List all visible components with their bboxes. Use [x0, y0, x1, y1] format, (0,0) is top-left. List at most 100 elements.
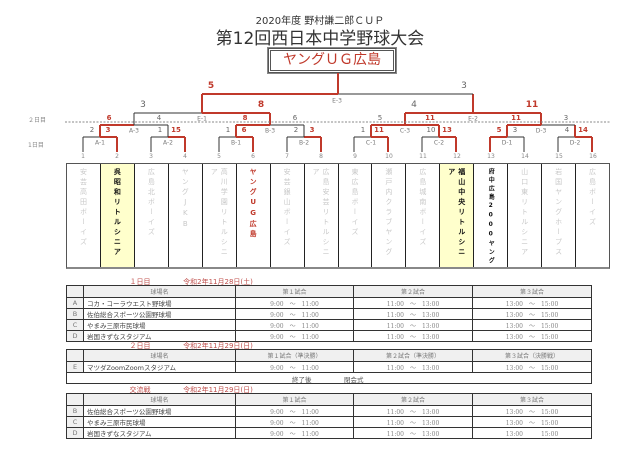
game-time: 13:00 ～ 15:00 — [472, 297, 592, 309]
column-header: 第１試合 — [235, 393, 354, 406]
venue-name: 岩国きずなスタジアム — [83, 330, 236, 342]
team-number: 6 — [251, 153, 255, 160]
game-time: 13:00 ～ 15:00 — [472, 405, 592, 417]
column-header: 球場名 — [83, 393, 236, 406]
team-number: 8 — [319, 153, 323, 160]
match-score: 5 — [207, 81, 215, 91]
team-cell: ヤングUG広島 — [237, 164, 271, 267]
exchange-date: 令和2年11月29日(日) — [183, 386, 253, 394]
team-cell: 山口東リトルシニア — [508, 164, 543, 267]
match-score: 1 — [225, 126, 231, 134]
game-time: 13:00 ～ 15:00 — [472, 416, 592, 428]
column-header — [66, 393, 84, 406]
team-number: 14 — [521, 153, 529, 160]
match-score: 3 — [512, 126, 518, 134]
venue-key: B — [66, 308, 84, 320]
team-name: ヤングUG広島 — [249, 168, 258, 240]
venue-key: D — [66, 427, 84, 439]
match-score: 2 — [293, 126, 299, 134]
venue-name: コカ・コーラウエスト野球場 — [83, 297, 236, 309]
match-score: 4 — [156, 114, 162, 122]
match-label: D-3 — [535, 127, 547, 135]
team-cell: 岩国ヤングホープス — [542, 164, 577, 267]
match-score: 3 — [309, 126, 315, 134]
match-score: 4 — [411, 100, 417, 110]
match-score: 1 — [360, 126, 366, 134]
team-cell: 府中広島2000ヤング — [474, 164, 509, 267]
team-name: 瀬戸内クラブヤング — [384, 168, 393, 258]
table-header: 球場名第１試合（準決勝）第２試合（準決勝）第３試合（決勝戦） — [66, 349, 592, 362]
match-label: B-1 — [230, 139, 242, 147]
team-number: 3 — [149, 153, 153, 160]
team-cell: 高川学園リトルシニア — [203, 164, 237, 267]
bracket-lines — [65, 73, 610, 152]
team-name: 広島ボーイズ — [588, 168, 597, 228]
match-score: 3 — [140, 100, 146, 110]
match-label: A-3 — [129, 127, 139, 135]
match-score: 3 — [461, 81, 467, 91]
venue-name: マツダZoomZoomスタジアム — [83, 361, 236, 373]
team-number: 5 — [217, 153, 221, 160]
day2-title: ２日目 — [129, 342, 151, 350]
team-cell: 広島安芸リトルシニア — [305, 164, 339, 267]
team-cell: 広島ボーイズ — [576, 164, 609, 267]
match-score: 2 — [89, 126, 95, 134]
team-name: 府中広島2000ヤング — [487, 168, 495, 266]
team-number: 1 — [81, 153, 85, 160]
game-time: 9:00 ～ 11:00 — [235, 361, 354, 373]
team-cell: ヤングJKB — [169, 164, 203, 267]
game-time: 11:00 ～ 13:00 — [353, 330, 473, 342]
team-name: 福山中央リトルシニア — [447, 168, 466, 258]
team-name: 東広島ボーイズ — [350, 168, 359, 238]
team-name: 広島安芸リトルシニア — [312, 168, 331, 258]
venue-key: B — [66, 405, 84, 417]
match-label: A-2 — [163, 139, 173, 147]
game-time: 9:00 ～ 11:00 — [235, 297, 354, 309]
team-number: 4 — [183, 153, 187, 160]
venue-key: C — [66, 319, 84, 331]
closing-ceremony-label: 閉会式 — [344, 376, 364, 384]
team-cell: 広島城南ボーイズ — [406, 164, 441, 267]
column-header: 第３試合 — [472, 285, 592, 298]
match-score: 14 — [578, 126, 588, 134]
venue-key: A — [66, 297, 84, 309]
team-number: 15 — [555, 153, 563, 160]
team-number: 12 — [453, 153, 461, 160]
match-score: 6 — [241, 126, 247, 134]
match-score: 3 — [563, 114, 569, 122]
match-score: 11 — [511, 114, 521, 122]
match-score: 6 — [292, 114, 298, 122]
match-score: 1 — [157, 126, 163, 134]
column-header: 第２試合 — [353, 285, 473, 298]
team-name: 呉昭和リトルシニア — [113, 168, 122, 258]
match-score: 5 — [377, 114, 383, 122]
team-name: 高川学園リトルシニア — [210, 168, 229, 258]
game-time: 11:00 ～ 13:00 — [353, 361, 473, 373]
team-name: 安芸銀山ボーイズ — [283, 168, 292, 248]
venue-name: やまみ三原市民球場 — [83, 416, 236, 428]
table-header: 球場名第１試合第２試合第３試合 — [66, 393, 592, 406]
game-time: 13:00 ～ 15:00 — [472, 319, 592, 331]
table-header: 球場名第１試合第２試合第３試合 — [66, 285, 592, 298]
match-score: 8 — [257, 100, 265, 110]
match-label: E-3 — [332, 97, 342, 105]
game-time: 13:00 ～ 15:00 — [472, 330, 592, 342]
team-number: 2 — [115, 153, 119, 160]
team-cell: 安芸銀山ボーイズ — [271, 164, 305, 267]
game-time: 9:00 ～ 11:00 — [235, 427, 354, 439]
venue-name: 岩国きずなスタジアム — [83, 427, 236, 439]
game-time: 11:00 ～ 13:00 — [353, 319, 473, 331]
team-number: 10 — [385, 153, 393, 160]
tournament-subtitle: 2020年度 野村謙二郎ＣＵＰ — [255, 16, 385, 27]
venue-key: E — [66, 361, 84, 373]
game-time: 11:00 ～ 13:00 — [353, 405, 473, 417]
game-time: 9:00 ～ 11:00 — [235, 416, 354, 428]
